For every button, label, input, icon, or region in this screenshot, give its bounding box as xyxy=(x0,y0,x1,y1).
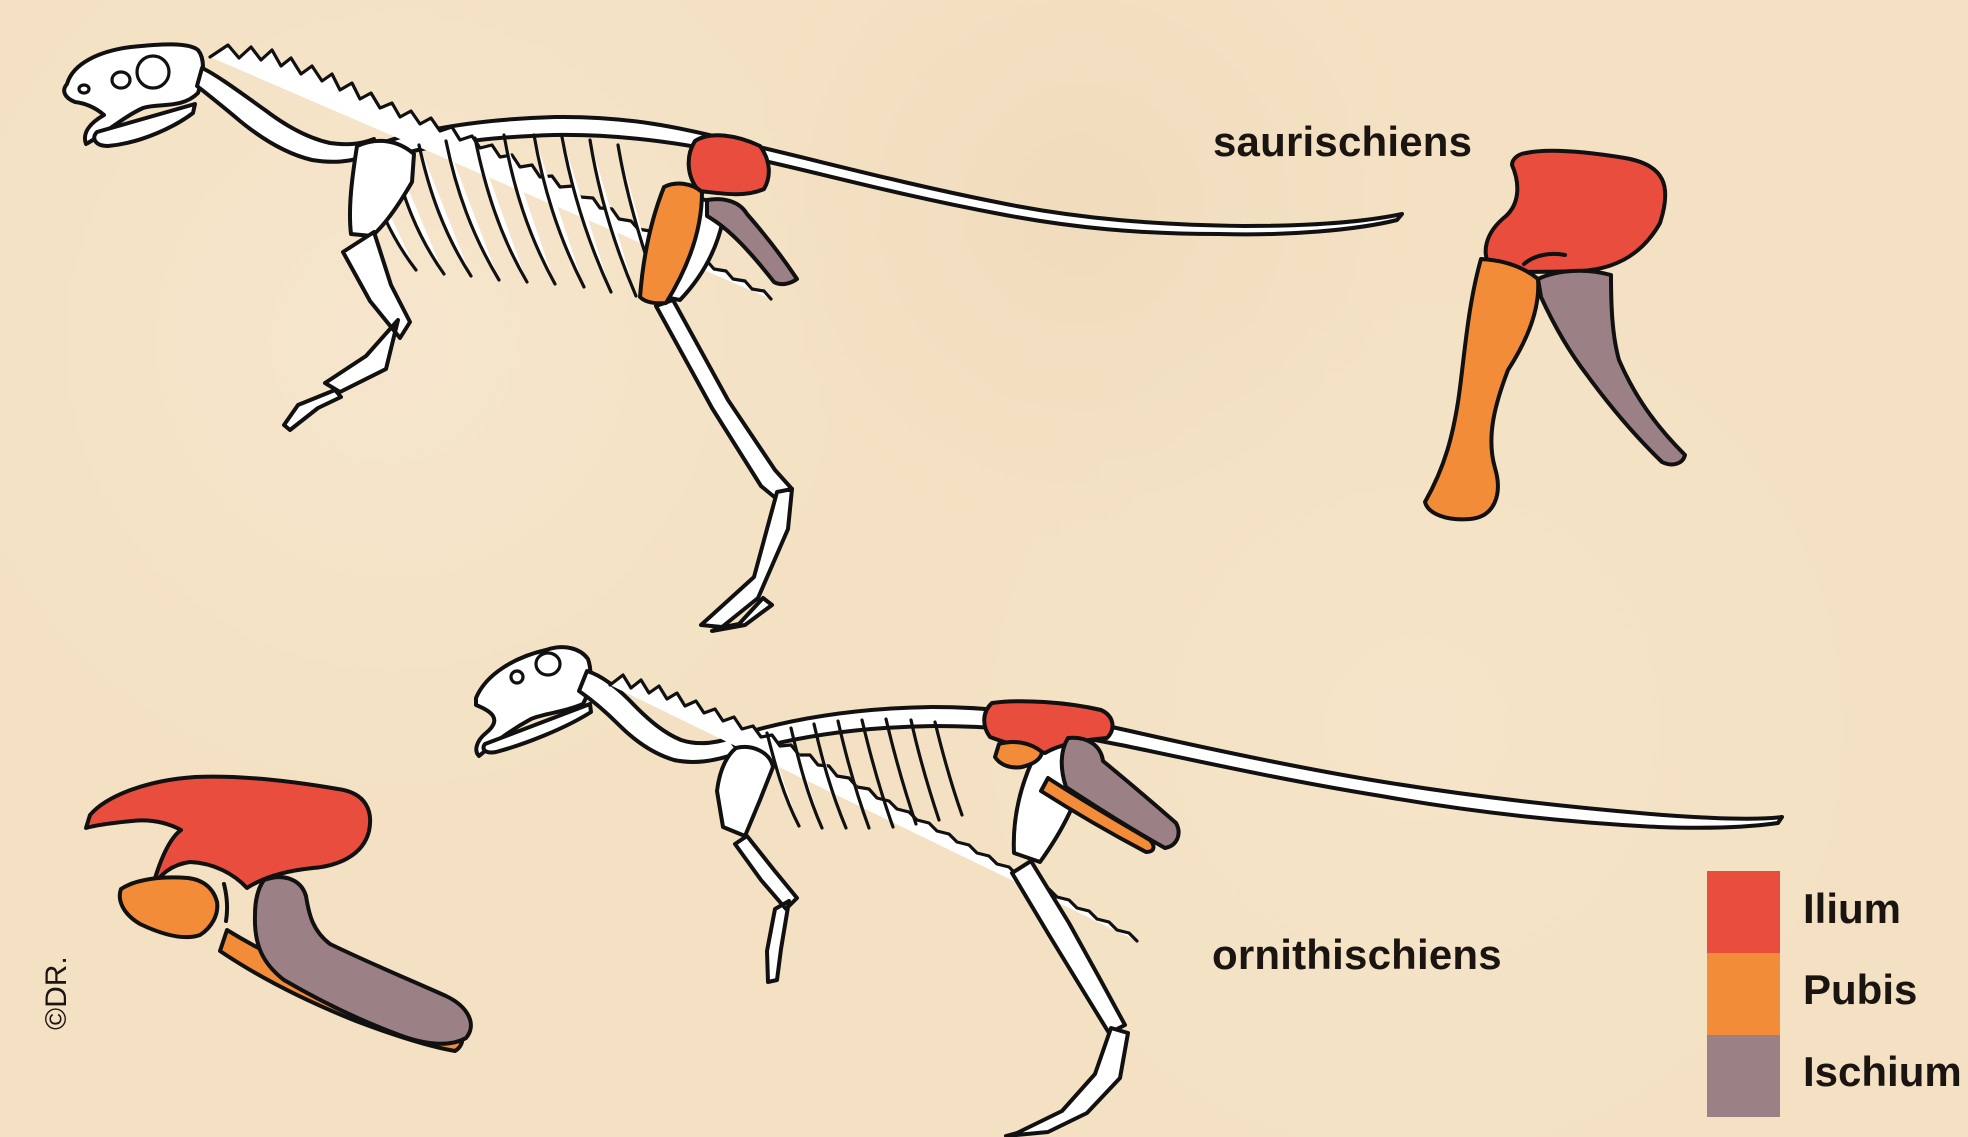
ornithischian-pelvis-ischium xyxy=(255,877,471,1044)
ornithischian-foot xyxy=(1006,1028,1128,1136)
legend-ilium-label: Ilium xyxy=(1803,885,1901,933)
legend-pubis-label: Pubis xyxy=(1803,966,1917,1014)
ornithischian-label: ornithischiens xyxy=(1212,931,1502,979)
bone-legend: Ilium Pubis Ischium xyxy=(1707,871,1947,1119)
saurischian-pelvis-pubis xyxy=(1425,259,1538,519)
credit-text: ©DR. xyxy=(40,956,74,1030)
saurischian-skeleton xyxy=(64,44,1402,631)
saurischian-pelvis-detail xyxy=(1425,151,1685,520)
saurischian-lower-leg xyxy=(656,300,792,500)
saurischian-pelvis-ischium xyxy=(1538,271,1685,465)
saurischian-label: saurischiens xyxy=(1213,118,1472,166)
legend-ischium-label: Ischium xyxy=(1803,1048,1962,1096)
saurischian-foot xyxy=(701,489,792,631)
ornithischian-skeleton xyxy=(476,647,1782,1136)
saurischian-ilium xyxy=(689,135,769,194)
ornithischian-lower-leg xyxy=(1012,861,1125,1033)
saurischian-forelimb xyxy=(284,232,410,430)
ilium-swatch xyxy=(1707,871,1780,953)
saurischian-shoulder xyxy=(350,141,414,236)
pubis-swatch xyxy=(1707,953,1780,1035)
ischium-swatch xyxy=(1707,1035,1780,1117)
ornithischian-pelvis-detail xyxy=(86,777,471,1051)
ornithischian-pelvis-ilium xyxy=(86,777,370,888)
saurischian-pelvis-ilium xyxy=(1486,151,1666,272)
ornithischian-forelimb xyxy=(717,747,797,982)
